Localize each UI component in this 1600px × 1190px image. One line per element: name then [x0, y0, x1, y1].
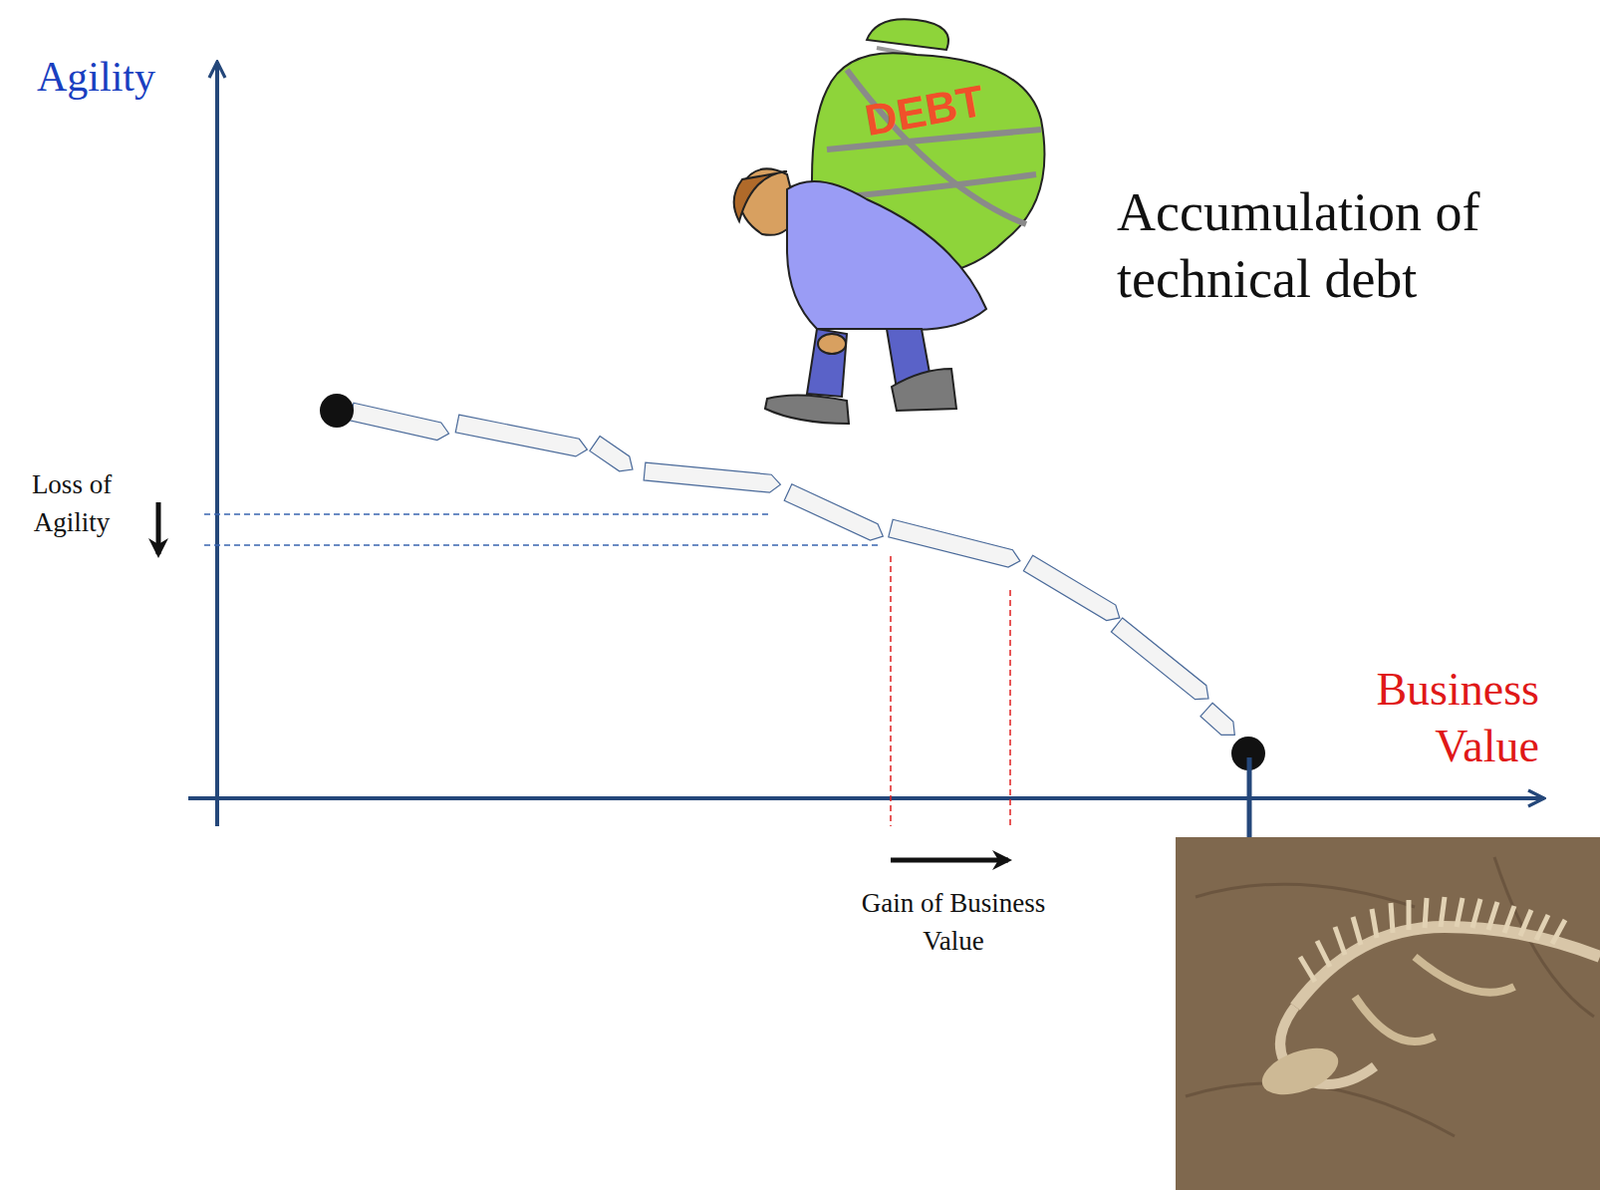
start-dot	[319, 393, 354, 428]
indicator-arrows	[158, 502, 1009, 860]
fossil-picture	[1175, 836, 1600, 1190]
axis-label: Agility	[36, 51, 207, 102]
stem	[1247, 757, 1253, 845]
title-note: Accumulation of technical debt	[1116, 179, 1586, 313]
trajectory-chain	[349, 402, 1241, 742]
debt-cartoon	[734, 18, 1046, 424]
axis-label: Business Value	[1310, 660, 1540, 775]
indicator-label: Loss of Agility	[6, 465, 137, 541]
guide-lines	[204, 514, 1011, 826]
indicator-label: Gain of Business Value	[833, 883, 1073, 960]
